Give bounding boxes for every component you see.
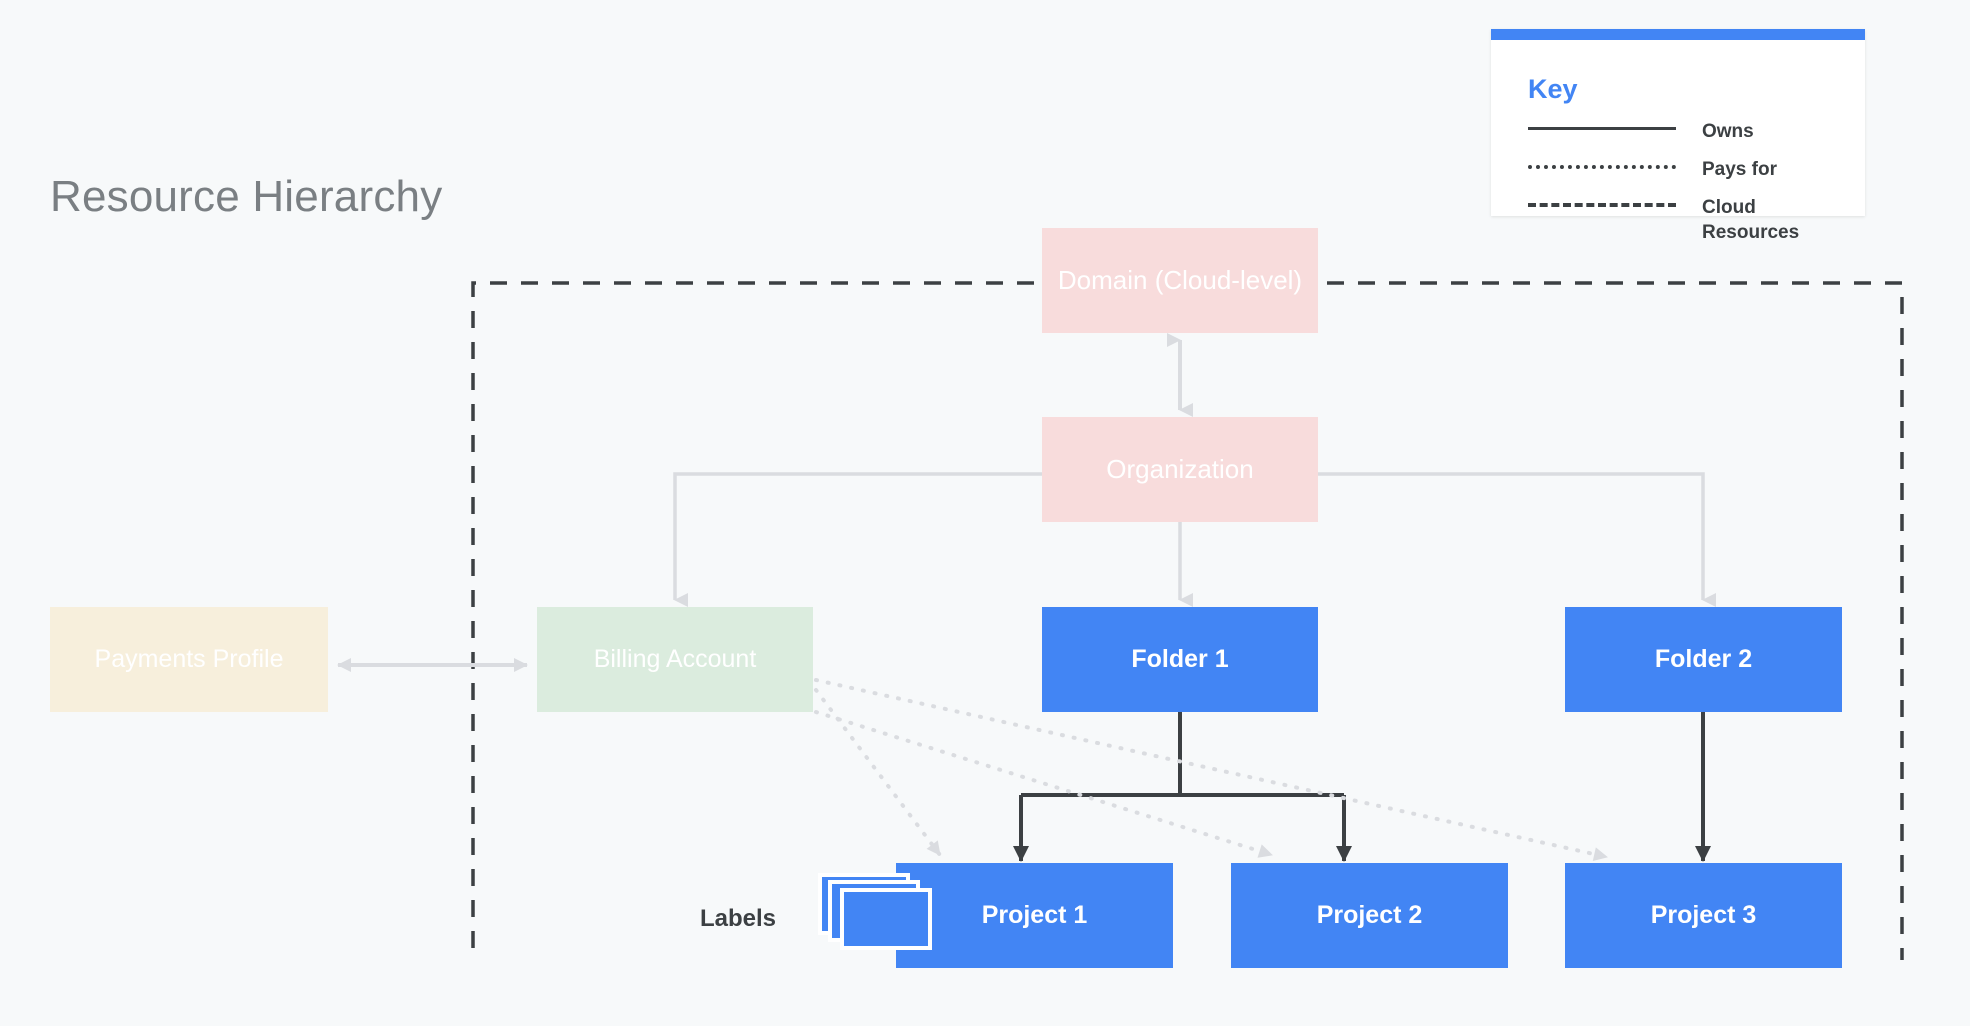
key-title: Key bbox=[1528, 74, 1578, 104]
edge-billing-account-project-2 bbox=[814, 710, 1274, 858]
key-row-cloud-resources: Cloud Resources bbox=[1528, 195, 1838, 243]
edge-organization-folder-2 bbox=[1318, 472, 1716, 607]
node-organization[interactable]: Organization bbox=[1042, 417, 1318, 522]
page-title: Resource Hierarchy bbox=[50, 172, 443, 221]
key-label-cloud-resources: Cloud Resources bbox=[1702, 197, 1800, 243]
edge-billing-account-project-1 bbox=[814, 688, 942, 857]
owns-line-sample bbox=[1528, 119, 1676, 139]
node-project-2[interactable]: Project 2 bbox=[1231, 863, 1508, 968]
key-accent-bar bbox=[1491, 29, 1865, 40]
node-folder-2[interactable]: Folder 2 bbox=[1565, 607, 1842, 712]
node-payments-profile[interactable]: Payments Profile bbox=[50, 607, 328, 712]
edge-folder-1-projects bbox=[1019, 712, 1346, 853]
node-domain[interactable]: Domain (Cloud-level) bbox=[1042, 228, 1318, 333]
node-billing-account[interactable]: Billing Account bbox=[537, 607, 813, 712]
edge-organization-billing-account bbox=[673, 472, 1042, 607]
node-project-3[interactable]: Project 3 bbox=[1565, 863, 1842, 968]
node-folder-1[interactable]: Folder 1 bbox=[1042, 607, 1318, 712]
key-row-pays-for: Pays for bbox=[1528, 157, 1838, 191]
key-row-owns: Owns bbox=[1528, 119, 1838, 153]
cloud-resources-line-sample bbox=[1528, 195, 1676, 215]
key-label-owns: Owns bbox=[1702, 121, 1754, 142]
pays-for-line-sample bbox=[1528, 157, 1676, 177]
labels-caption: Labels bbox=[700, 905, 777, 932]
key-label-pays-for: Pays for bbox=[1702, 159, 1777, 180]
key-rows: Owns Pays for Cloud Resources bbox=[1528, 119, 1838, 243]
key-legend-card: Key Owns Pays for Cloud Resources bbox=[1491, 29, 1865, 243]
labels-stack-icon bbox=[818, 873, 948, 951]
